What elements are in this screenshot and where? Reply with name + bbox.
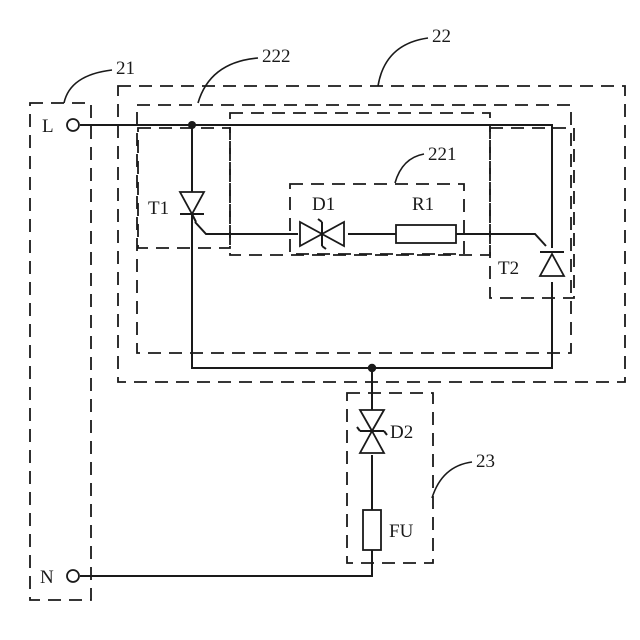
resistor-r1 (396, 225, 456, 243)
leader-23 (432, 462, 472, 498)
wire-gate-t1 (195, 222, 298, 234)
terminal-l (67, 119, 79, 131)
label-21: 21 (116, 58, 135, 79)
label-221: 221 (428, 144, 457, 165)
wire-r1-t2 (456, 234, 546, 246)
label-r1: R1 (412, 194, 434, 215)
junction-bottom (368, 364, 376, 372)
wire-t1-branch (192, 125, 552, 368)
label-222: 222 (262, 46, 291, 67)
label-d1: D1 (312, 194, 335, 215)
label-t1: T1 (148, 198, 169, 219)
box-21 (30, 103, 91, 600)
label-fu: FU (389, 521, 414, 542)
junction-top (188, 121, 196, 129)
leader-21 (64, 70, 112, 103)
label-d2: D2 (390, 422, 413, 443)
wire-neutral (80, 550, 372, 576)
label-t2: T2 (498, 258, 519, 279)
leader-221 (395, 154, 424, 183)
diode-d1 (300, 219, 344, 249)
label-terminal-l: L (42, 116, 54, 137)
leader-222 (198, 58, 258, 103)
box-t1 (138, 128, 230, 248)
terminal-n (67, 570, 79, 582)
fuse-fu (363, 510, 381, 550)
wire-live (80, 125, 552, 248)
leader-22 (378, 38, 428, 86)
diode-d2 (357, 410, 387, 453)
label-22: 22 (432, 26, 451, 47)
label-23: 23 (476, 451, 495, 472)
label-terminal-n: N (40, 567, 54, 588)
thyristor-t2 (540, 252, 564, 276)
